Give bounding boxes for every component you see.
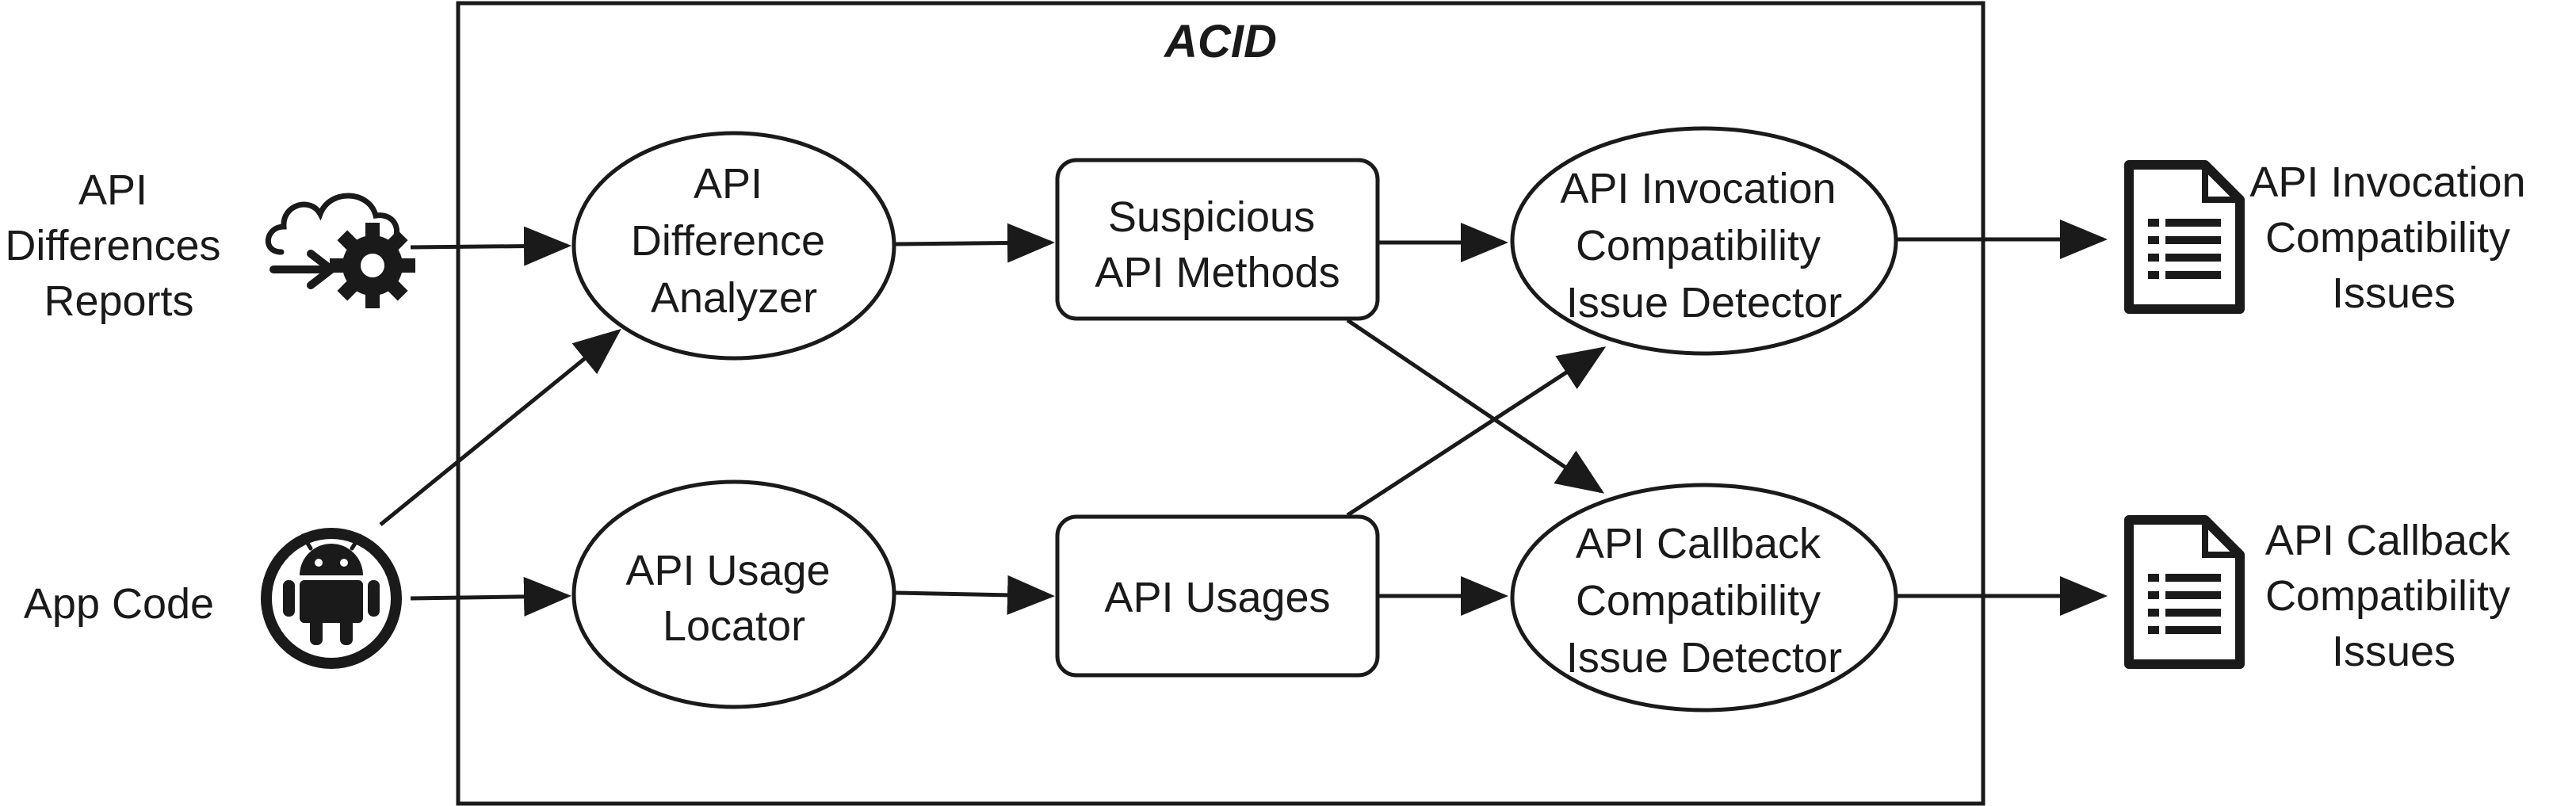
svg-text:API Usages: API Usages [1104, 574, 1330, 621]
api-callback-detector-node: API Callback Compatibility Issue Detecto… [1510, 483, 1898, 712]
acid-system-boundary [456, 1, 1986, 806]
edge-appcode-to-analyzer [379, 328, 621, 526]
edge-appcode-to-locator [410, 576, 571, 617]
suspicious-api-methods-node: Suspicious API Methods [1055, 158, 1380, 321]
acid-title: ACID [1163, 16, 1277, 67]
cloud-gear-icon [265, 193, 415, 308]
api-callback-issues-label: API Callback Compatibility Issues [2265, 517, 2522, 675]
edge-suspicious-to-callback [1346, 318, 1605, 494]
edge-analyzer-to-suspicious [895, 223, 1055, 263]
api-usages-node: API Usages [1055, 514, 1380, 678]
svg-text:Suspicious API Methods: Suspicious API Methods [1095, 193, 1340, 296]
document-icon [2124, 515, 2245, 669]
svg-text:API Difference Ana: API Difference Analyzer [631, 160, 837, 322]
svg-text:API Callback Compatibili: API Callback Compatibility Issue Detecto… [1566, 520, 1842, 682]
edge-locator-to-usages [895, 575, 1055, 615]
edge-usages-to-invocation [1346, 346, 1607, 518]
document-icon [2124, 160, 2245, 314]
app-code-label: App Code [24, 580, 214, 628]
svg-text:API Invocation Compatibi: API Invocation Compatibility Issue Detec… [1560, 165, 1848, 327]
api-difference-analyzer-node: API Difference Analyzer [571, 131, 896, 361]
svg-text:API Usage Locator: API Usage Locator [625, 547, 842, 650]
api-invocation-issues-label: API Invocation Compatibility Issues [2249, 159, 2537, 317]
api-usage-locator-node: API Usage Locator [571, 479, 896, 709]
api-differences-reports-label: API Differences Reports [5, 166, 232, 325]
api-invocation-detector-node: API Invocation Compatibility Issue Detec… [1510, 126, 1898, 356]
edge-reports-to-analyzer [410, 226, 571, 266]
android-icon [261, 528, 402, 669]
